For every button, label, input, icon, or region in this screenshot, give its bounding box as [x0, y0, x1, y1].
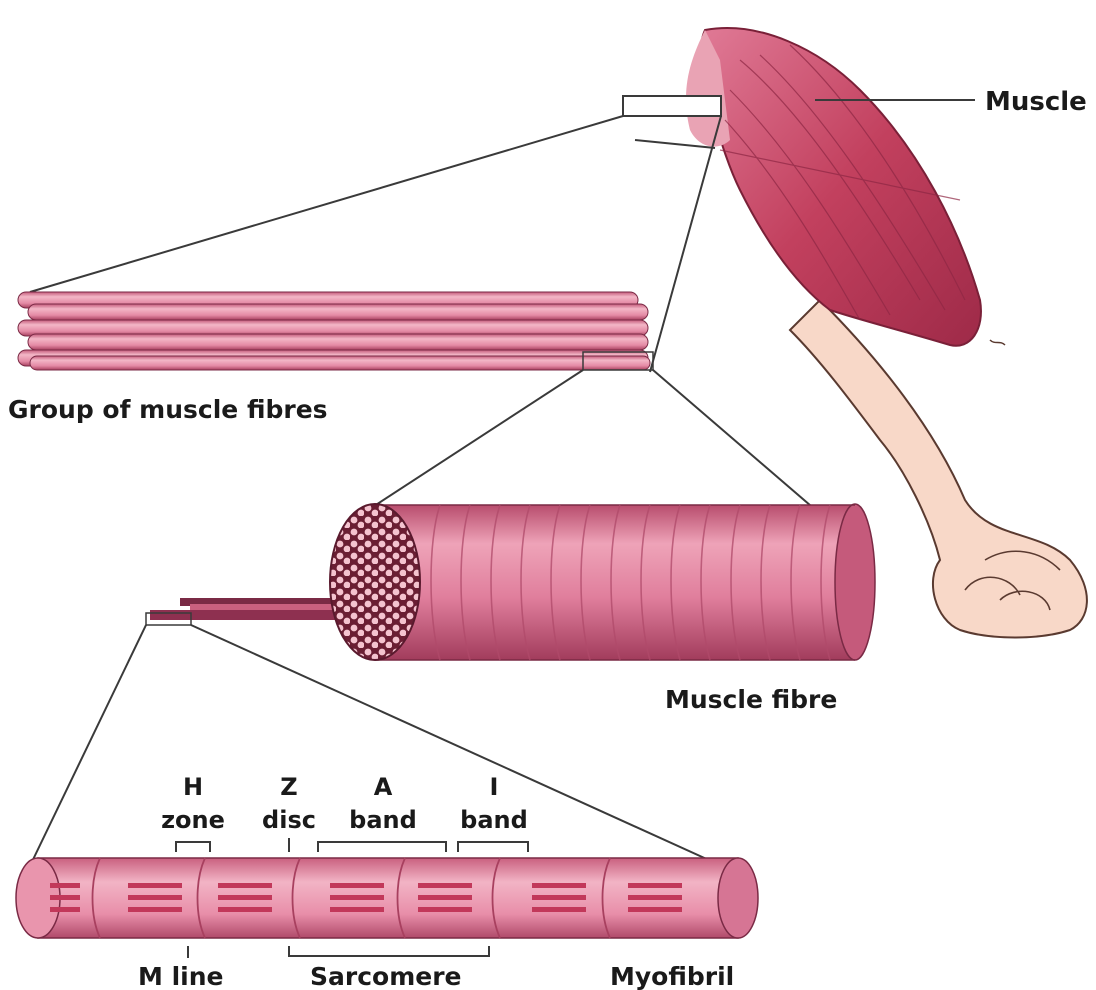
label-muscle-fibre: Muscle fibre: [665, 685, 837, 714]
label-z: Z: [280, 773, 297, 801]
zoom-box-arm: [623, 96, 721, 116]
biceps-muscle: [700, 28, 980, 346]
fibre-bundle: [18, 292, 650, 370]
fibre-cross-section: [330, 504, 420, 660]
label-h-zone: zone: [161, 806, 225, 834]
bracket-sarcomere: [289, 946, 489, 956]
bracket-i-band: [458, 842, 528, 852]
label-myofibril: Myofibril: [610, 962, 734, 990]
myofibril: [16, 858, 758, 938]
label-m-line: M line: [138, 962, 223, 990]
label-a: A: [374, 773, 393, 801]
label-muscle: Muscle: [985, 87, 1087, 117]
bracket-h-zone: [176, 842, 210, 852]
bracket-a-band: [318, 842, 446, 852]
label-i: I: [490, 773, 499, 801]
label-i-band: band: [460, 806, 528, 834]
label-sarcomere: Sarcomere: [310, 962, 462, 990]
label-z-disc: disc: [262, 806, 316, 834]
label-h: H: [183, 773, 203, 801]
single-fibre: [150, 504, 875, 660]
label-group-of-fibres: Group of muscle fibres: [8, 395, 328, 424]
label-a-band: band: [349, 806, 417, 834]
